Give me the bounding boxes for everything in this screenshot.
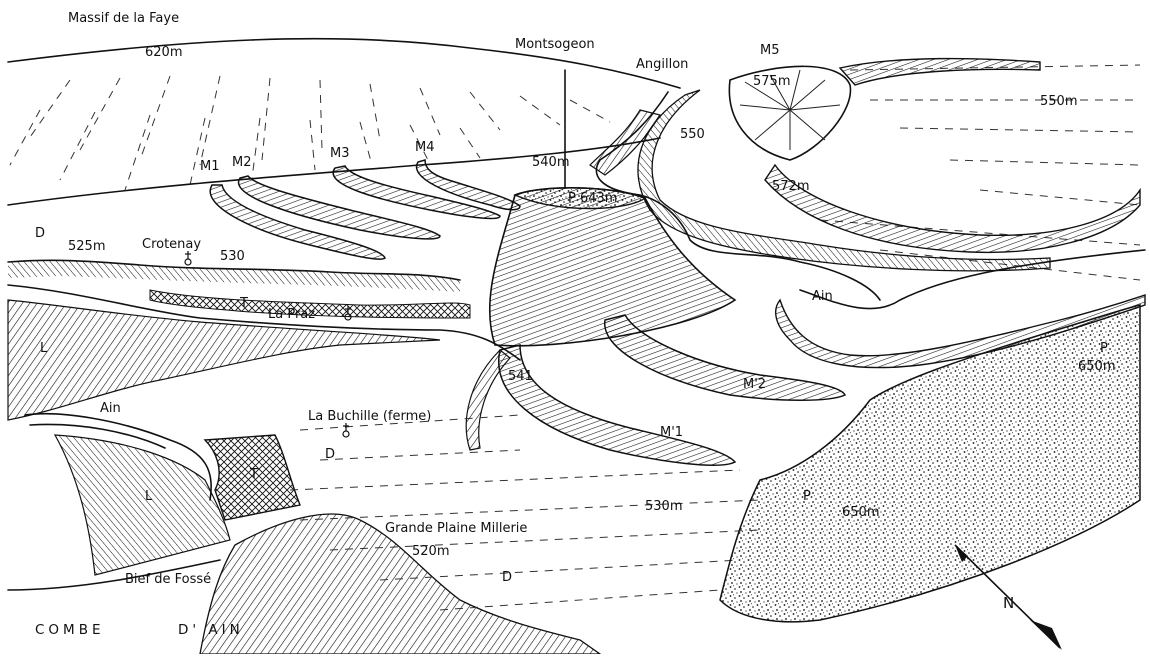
label-m4: M4	[415, 140, 435, 155]
label-ain-left: Ain	[100, 401, 121, 416]
label-grande-plaine: Grande Plaine Millerie	[385, 521, 527, 536]
label-l-left: L	[145, 489, 153, 504]
label-alt-525: 525m	[68, 239, 105, 254]
m5-moraine	[638, 59, 1140, 271]
building-symbol-crotenay	[185, 251, 191, 265]
label-alt-530-left: 530	[220, 249, 245, 264]
label-p-right: P	[1100, 341, 1108, 356]
label-la-buchille: La Buchille (ferme)	[308, 409, 431, 424]
label-d-low: D	[502, 570, 512, 585]
label-crotenay: Crotenay	[142, 237, 201, 252]
label-l-top: L	[40, 341, 48, 356]
label-angillon: Angillon	[636, 57, 688, 72]
label-alt-650-low: 650m	[842, 505, 879, 520]
label-alt-575: 575m	[753, 74, 790, 89]
label-montsogeon: Montsogeon	[515, 37, 595, 52]
ain-left-meander	[8, 414, 230, 590]
label-d-top: D	[35, 226, 45, 241]
label-combe: COMBE	[35, 622, 105, 638]
label-m1-prime: M'1	[660, 425, 683, 440]
label-north: N	[1003, 594, 1014, 612]
label-alt-650-right: 650m	[1078, 359, 1115, 374]
label-d-ain: D' AIN	[178, 622, 244, 638]
label-m2: M2	[232, 155, 252, 170]
label-m5: M5	[760, 43, 780, 58]
montsogeon-cone	[490, 70, 735, 346]
label-bief: Bief de Fossé	[125, 572, 211, 587]
label-massif: Massif de la Faye	[68, 11, 179, 26]
label-alt-540: 540m	[532, 155, 569, 170]
label-p-643: P 643m	[568, 191, 617, 206]
crotenay-terraces	[8, 260, 520, 420]
label-ain-mid: Ain	[812, 289, 833, 304]
building-symbol-la-buchille	[343, 423, 349, 437]
label-alt-620: 620m	[145, 45, 182, 60]
label-alt-550-right: 550m	[1040, 94, 1077, 109]
label-alt-572: 572m	[772, 179, 809, 194]
label-la-praz: La Praz	[268, 307, 315, 322]
label-alt-541: 541	[508, 369, 533, 384]
label-alt-550-mid: 550	[680, 127, 705, 142]
label-alt-530-low: 530m	[645, 499, 682, 514]
label-m3: M3	[330, 146, 350, 161]
label-m2-prime: M'2	[743, 377, 766, 392]
label-alt-520: 520m	[412, 544, 449, 559]
label-m1: M1	[200, 159, 220, 174]
label-p-low: P	[803, 489, 811, 504]
label-d-mid: D	[325, 447, 335, 462]
label-t-top: T	[239, 296, 248, 311]
upper-moraines	[210, 160, 520, 259]
label-t-left: T	[249, 467, 258, 482]
